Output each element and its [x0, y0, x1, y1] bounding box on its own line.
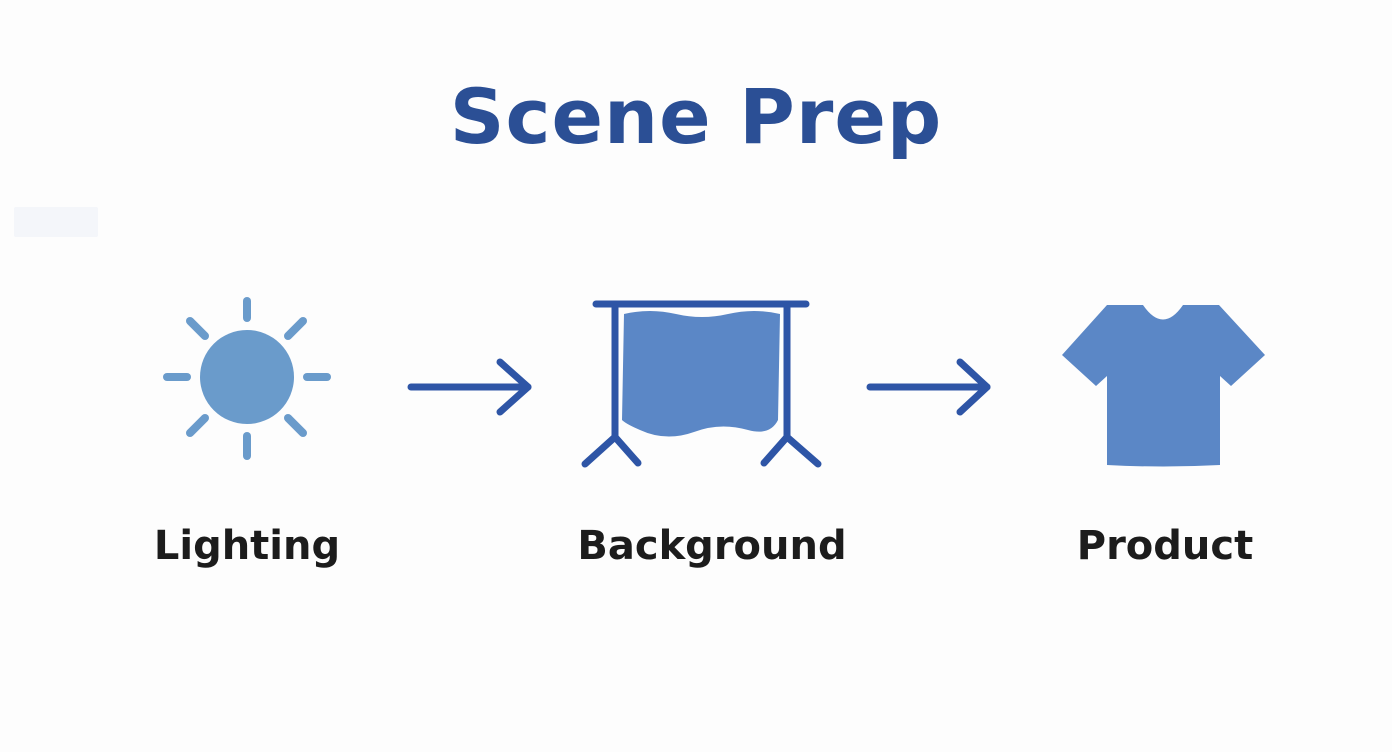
t-shirt-icon: [1062, 305, 1265, 467]
backdrop-stand-icon: [581, 300, 822, 468]
backdrop-cloth: [622, 311, 780, 437]
step-label-product: Product: [1076, 523, 1254, 569]
sun-disc: [200, 330, 294, 424]
arrow-right-icon: [407, 358, 532, 416]
step-label-background: Background: [577, 523, 847, 569]
diagram-title: Scene Prep: [449, 72, 943, 161]
faint-placeholder-bar: [14, 207, 98, 237]
sun-rays: [163, 297, 331, 460]
step-label-lighting: Lighting: [153, 523, 341, 569]
arrow-right-icon: [866, 358, 991, 416]
sun-icon: [163, 297, 331, 460]
